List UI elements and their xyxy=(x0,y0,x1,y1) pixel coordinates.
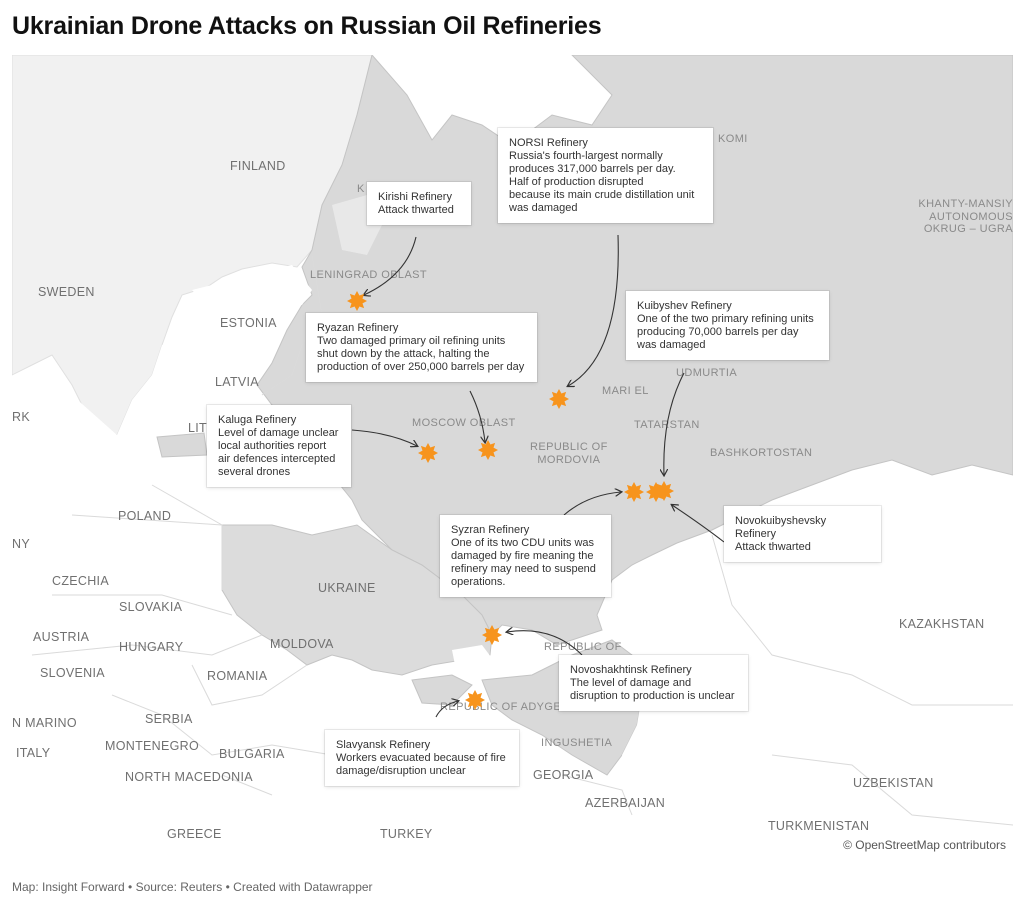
annotation-novoshakhtinsk: Novoshakhtinsk Refinery The level of dam… xyxy=(559,655,748,711)
label-ukraine: UKRAINE xyxy=(318,581,376,595)
annotation-title: Slavyansk Refinery xyxy=(336,739,431,751)
footer-credits: Map: Insight Forward • Source: Reuters •… xyxy=(12,880,373,894)
label-ingushetia: INGUSHETIA xyxy=(541,737,613,749)
map-area[interactable]: FINLAND SWEDEN ESTONIA LATVIA LIT RK POL… xyxy=(12,55,1013,855)
label-azerbaijan: AZERBAIJAN xyxy=(585,796,666,810)
annotation-body: One of the two primary refining units pr… xyxy=(637,313,814,351)
annotation-body: Russia's fourth-largest normally produce… xyxy=(509,150,695,214)
label-romania: ROMANIA xyxy=(207,669,268,683)
lake-aral xyxy=(802,685,842,735)
refinery-marker-kirishi[interactable] xyxy=(346,290,368,312)
label-poland: POLAND xyxy=(118,509,172,523)
label-italy: ITALY xyxy=(16,746,51,760)
annotation-ryazan: Ryazan Refinery Two damaged primary oil … xyxy=(306,313,537,382)
annotation-title: Novokuibyshevsky Refinery xyxy=(735,515,827,540)
aegean-sea xyxy=(247,810,292,855)
refinery-marker-novokuibyshevsky[interactable] xyxy=(653,480,675,502)
map-title: Ukrainian Drone Attacks on Russian Oil R… xyxy=(12,12,602,40)
sea-of-azov xyxy=(452,645,497,680)
annotation-title: Kuibyshev Refinery xyxy=(637,300,732,312)
label-latvia: LATVIA xyxy=(215,375,259,389)
label-north-macedonia: NORTH MACEDONIA xyxy=(125,770,253,784)
label-georgia: GEORGIA xyxy=(533,768,594,782)
label-moscow-oblast: MOSCOW OBLAST xyxy=(412,417,516,429)
label-austria: AUSTRIA xyxy=(33,630,90,644)
annotation-kaluga: Kaluga Refinery Level of damage unclear … xyxy=(207,405,351,487)
annotation-body: One of its two CDU units was damaged by … xyxy=(451,537,596,588)
annotation-title: Kaluga Refinery xyxy=(218,414,297,426)
label-sweden: SWEDEN xyxy=(38,285,95,299)
label-mordovia: REPUBLIC OF MORDOVIA xyxy=(530,441,608,466)
annotation-title: Kirishi Refinery xyxy=(378,191,452,203)
land-crimea xyxy=(411,674,473,706)
annotation-body: Two damaged primary oil refining units s… xyxy=(317,335,525,373)
label-uzbekistan: UZBEKISTAN xyxy=(853,776,934,790)
annotation-title: NORSI Refinery xyxy=(509,137,588,149)
label-greece: GREECE xyxy=(167,827,222,841)
country-borders xyxy=(31,254,1013,826)
annotation-slavyansk: Slavyansk Refinery Workers evacuated bec… xyxy=(325,730,519,786)
white-sea xyxy=(407,55,612,145)
annotation-body: Attack thwarted xyxy=(378,204,454,216)
label-slovenia: SLOVENIA xyxy=(40,666,105,680)
annotation-kuibyshev: Kuibyshev Refinery One of the two primar… xyxy=(626,291,829,360)
label-tatarstan: TATARSTAN xyxy=(634,419,700,431)
annotation-kirishi: Kirishi Refinery Attack thwarted xyxy=(367,182,471,225)
label-mari-el: MARI EL xyxy=(602,385,649,397)
annotation-body: Level of damage unclear local authoritie… xyxy=(218,427,339,478)
gulf-of-finland xyxy=(192,265,312,315)
annotation-body: Workers evacuated because of fire damage… xyxy=(336,752,506,777)
annotation-title: Ryazan Refinery xyxy=(317,322,399,334)
label-moldova: MOLDOVA xyxy=(270,637,334,651)
refinery-marker-kaluga[interactable] xyxy=(417,442,439,464)
label-bulgaria: BULGARIA xyxy=(219,747,285,761)
label-kazakhstan: KAZAKHSTAN xyxy=(899,617,985,631)
refinery-marker-norsi[interactable] xyxy=(548,388,570,410)
annotation-syzran: Syzran Refinery One of its two CDU units… xyxy=(440,515,611,597)
label-estonia: ESTONIA xyxy=(220,316,277,330)
label-bashkortostan: BASHKORTOSTAN xyxy=(710,447,813,459)
label-adygea: REPUBLIC OF ADYGEA xyxy=(440,701,569,713)
annotation-novokuibyshevsky: Novokuibyshevsky Refinery Attack thwarte… xyxy=(724,506,881,562)
annotation-title: Novoshakhtinsk Refinery xyxy=(570,664,692,676)
label-rk-partial: RK xyxy=(12,410,30,424)
label-serbia: SERBIA xyxy=(145,712,193,726)
map-attribution[interactable]: © OpenStreetMap contributors xyxy=(840,837,1009,853)
annotation-norsi: NORSI Refinery Russia's fourth-largest n… xyxy=(498,128,713,223)
label-turkey: TURKEY xyxy=(380,827,433,841)
label-turkmenistan: TURKMENISTAN xyxy=(768,819,870,833)
label-slovakia: SLOVAKIA xyxy=(119,600,183,614)
label-ny-partial: NY xyxy=(12,537,30,551)
baltic-sea xyxy=(42,340,187,475)
annotation-body: The level of damage and disruption to pr… xyxy=(570,677,735,702)
label-finland: FINLAND xyxy=(230,159,286,173)
label-komi: KOMI xyxy=(718,133,748,145)
adriatic-sea xyxy=(12,735,142,825)
annotation-title: Syzran Refinery xyxy=(451,524,530,536)
refinery-marker-ryazan[interactable] xyxy=(477,439,499,461)
label-montenegro: MONTENEGRO xyxy=(105,739,199,753)
label-lithuania: LIT xyxy=(188,421,207,435)
refinery-marker-syzran[interactable] xyxy=(623,481,645,503)
annotation-body: Attack thwarted xyxy=(735,541,811,553)
label-leningrad-oblast: LENINGRAD OBLAST xyxy=(310,269,428,281)
refinery-marker-novoshakhtinsk[interactable] xyxy=(481,624,503,646)
label-czechia: CZECHIA xyxy=(52,574,109,588)
label-udmurtia: UDMURTIA xyxy=(676,367,738,379)
label-san-marino: N MARINO xyxy=(12,716,77,730)
label-k-partial: K xyxy=(357,183,365,195)
label-hungary: HUNGARY xyxy=(119,640,184,654)
refinery-marker-slavyansk[interactable] xyxy=(464,689,486,711)
label-khanty-mansiysk: KHANTY-MANSIY AUTONOMOUS OKRUG – UGRA xyxy=(918,198,1013,236)
land-kaliningrad xyxy=(156,432,208,458)
